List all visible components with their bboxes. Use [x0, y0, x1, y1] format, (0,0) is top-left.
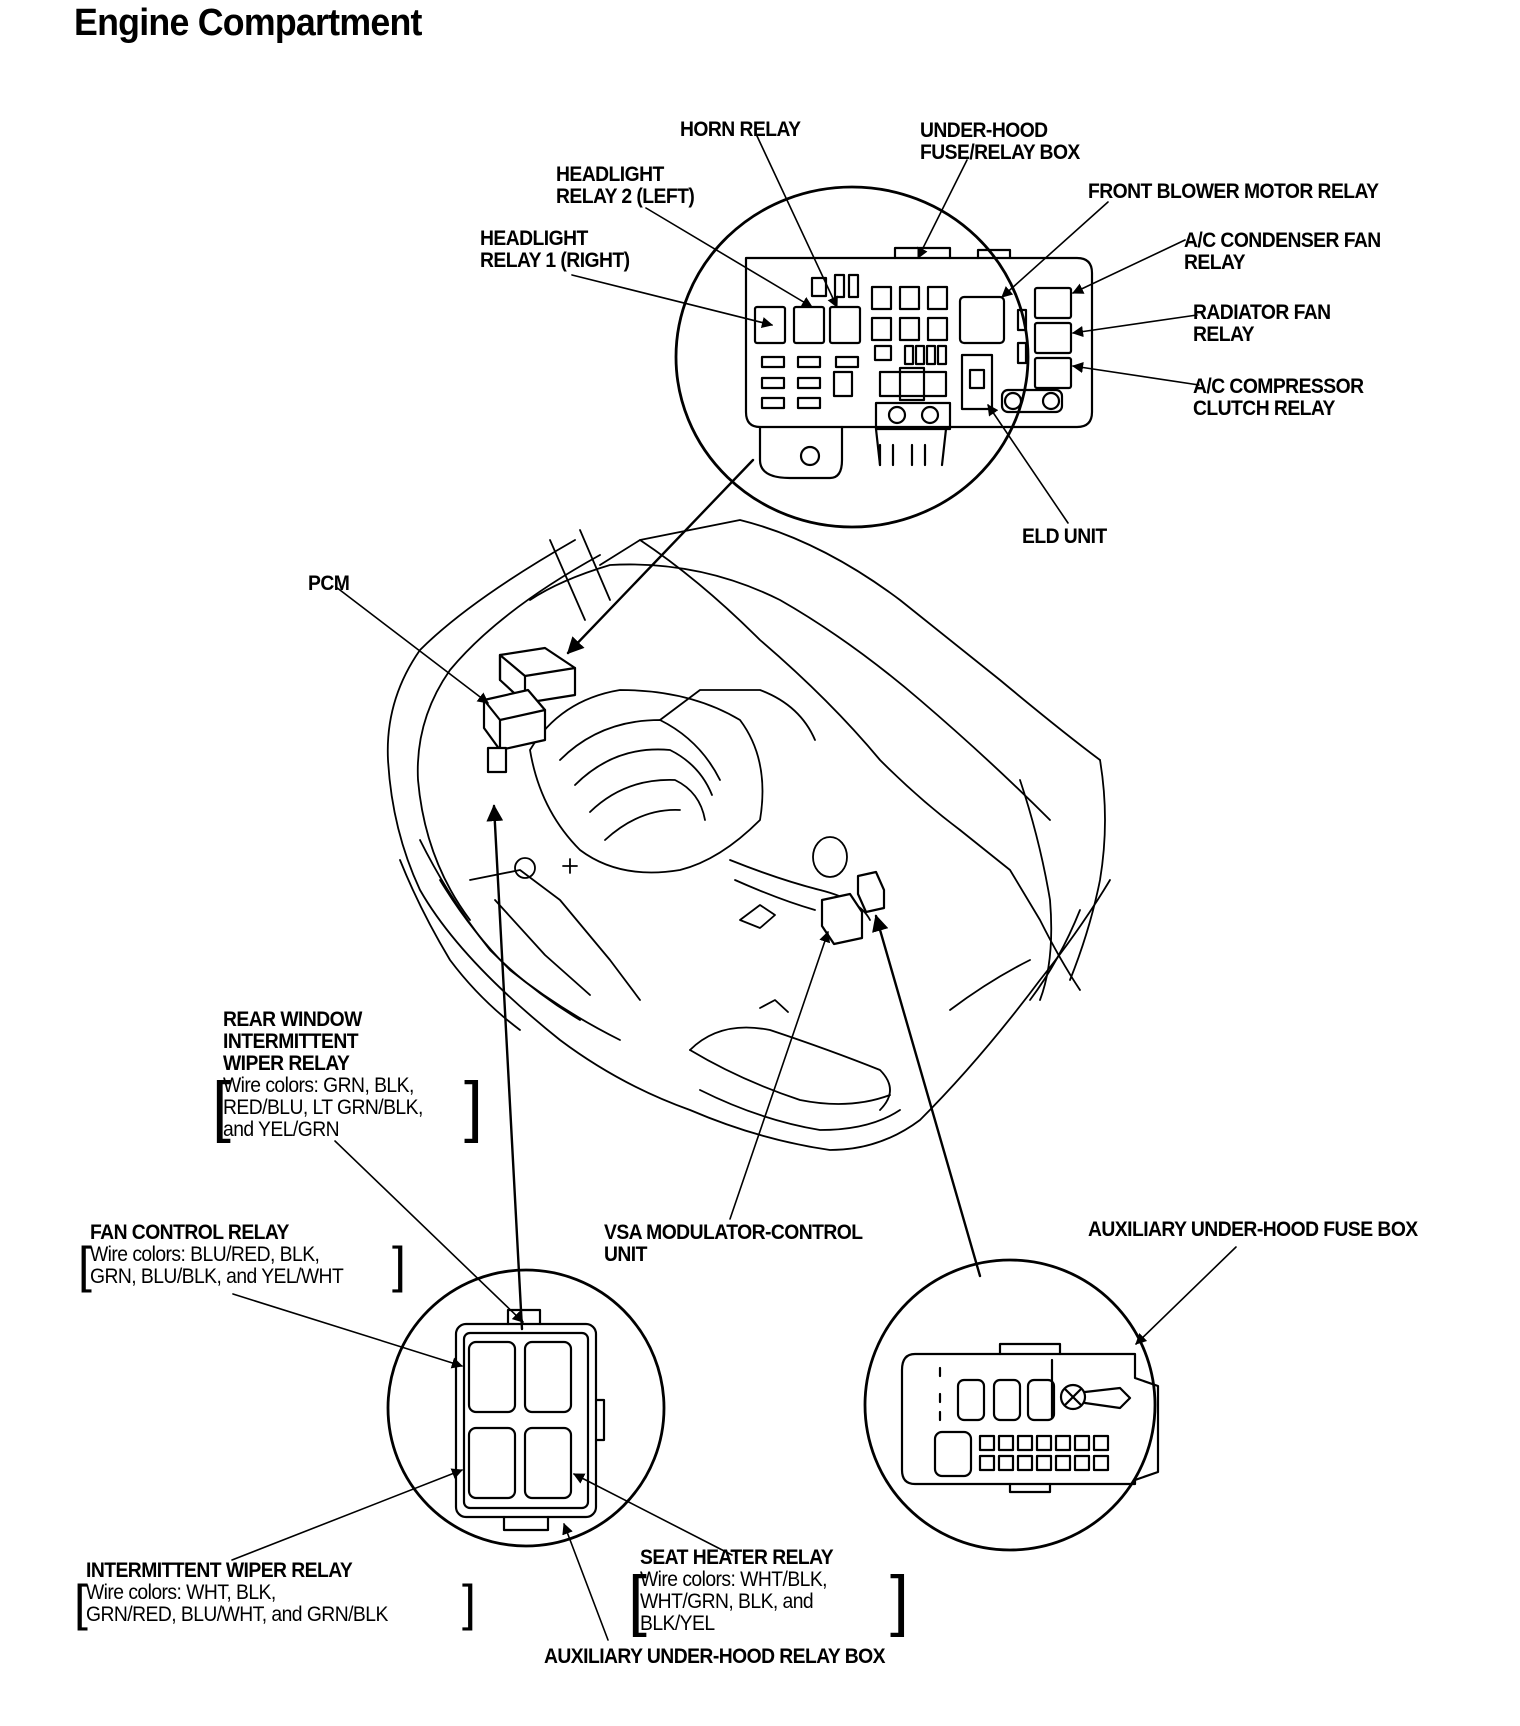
- label-fan-control-relay: FAN CONTROL RELAY Wire colors: BLU/RED, …: [90, 1221, 344, 1288]
- label-auxiliary-under-hood-relay-box: AUXILIARY UNDER-HOOD RELAY BOX: [544, 1645, 885, 1668]
- bay-components: [482, 646, 886, 946]
- bracket-left: [: [74, 1575, 88, 1631]
- label-horn-relay: HORN RELAY: [680, 118, 801, 141]
- label-rear-window-wiper-relay: REAR WINDOW INTERMITTENT WIPER RELAY Wir…: [223, 1008, 423, 1141]
- label-eld-unit: ELD UNIT: [1022, 525, 1107, 548]
- label-pcm: PCM: [308, 572, 350, 595]
- under-hood-box-detail: [674, 185, 1094, 529]
- leader-lines: [231, 135, 1237, 1641]
- bracket-left: [: [78, 1237, 92, 1293]
- bracket-right: ]: [392, 1237, 406, 1293]
- bracket-right: ]: [464, 1068, 483, 1144]
- bracket-right: ]: [462, 1575, 476, 1631]
- bracket-left: [: [212, 1068, 231, 1144]
- bracket-left: [: [628, 1562, 647, 1638]
- label-auxiliary-under-hood-fuse-box: AUXILIARY UNDER-HOOD FUSE BOX: [1088, 1218, 1418, 1241]
- aux-fuse-box-detail: [863, 1258, 1160, 1552]
- label-intermittent-wiper-relay: INTERMITTENT WIPER RELAY Wire colors: WH…: [86, 1559, 388, 1626]
- engine-bay-drawing: [386, 519, 1111, 1151]
- label-seat-heater-relay: SEAT HEATER RELAY Wire colors: WHT/BLK, …: [640, 1546, 834, 1635]
- label-front-blower-motor-relay: FRONT BLOWER MOTOR RELAY: [1088, 180, 1379, 203]
- aux-relay-box-detail: [386, 1268, 666, 1548]
- bracket-right: ]: [890, 1562, 909, 1638]
- page-title: Engine Compartment: [74, 2, 422, 44]
